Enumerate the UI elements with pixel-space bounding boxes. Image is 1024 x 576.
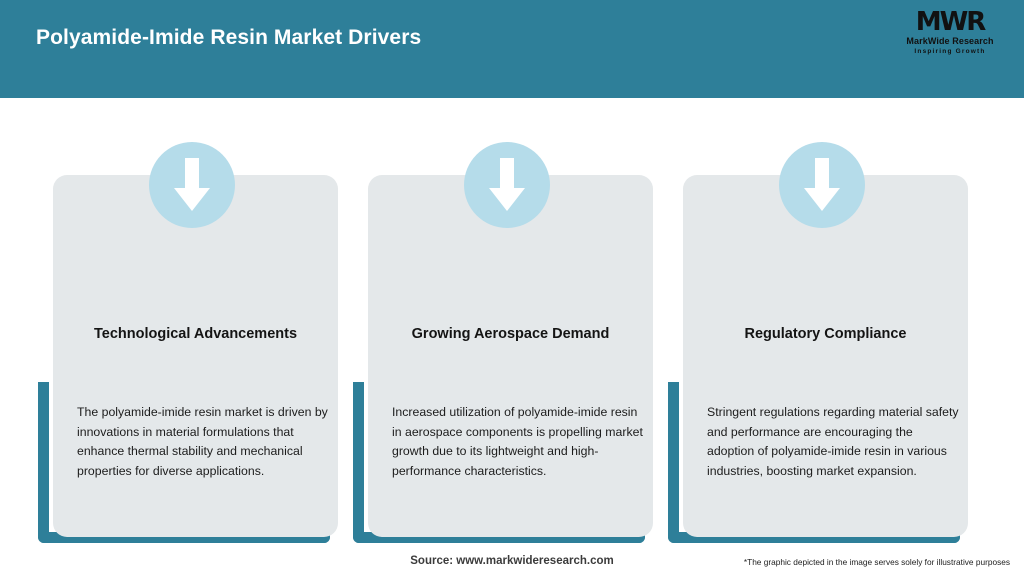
logo-monogram: MWR (915, 7, 987, 37)
card-body-text: Stringent regulations regarding material… (707, 405, 959, 478)
card-body-text: Increased utilization of polyamide-imide… (392, 405, 643, 478)
page-title: Polyamide-Imide Resin Market Drivers (36, 26, 422, 49)
disclaimer-note: *The graphic depicted in the image serve… (743, 557, 1010, 567)
card-panel: Regulatory Compliance Stringent regulati… (683, 175, 968, 537)
arrow-down-icon (779, 142, 865, 228)
card-body-text: The polyamide-imide resin market is driv… (77, 405, 328, 478)
card-title: Regulatory Compliance (744, 326, 907, 342)
card-panel: Growing Aerospace Demand Increased utili… (368, 175, 653, 537)
driver-cards-row: Technological Advancements The polyamide… (0, 98, 1024, 550)
brand-logo: MWR MarkWide Research Inspiring Growth (894, 8, 1006, 62)
card-title: Technological Advancements (93, 326, 298, 342)
card-panel: Technological Advancements The polyamide… (53, 175, 338, 537)
arrow-down-icon (149, 142, 235, 228)
driver-card-1: Technological Advancements The polyamide… (38, 98, 353, 550)
source-label: Source: www.markwideresearch.com (410, 555, 614, 567)
driver-card-3: Regulatory Compliance Stringent regulati… (668, 98, 983, 550)
logo-tagline: Inspiring Growth (914, 48, 986, 55)
logo-company-name: MarkWide Research (906, 36, 994, 46)
card-title: Growing Aerospace Demand (411, 326, 610, 342)
page-header: Polyamide-Imide Resin Market Drivers MWR… (0, 0, 1024, 98)
driver-card-2: Growing Aerospace Demand Increased utili… (353, 98, 668, 550)
arrow-down-icon (464, 142, 550, 228)
